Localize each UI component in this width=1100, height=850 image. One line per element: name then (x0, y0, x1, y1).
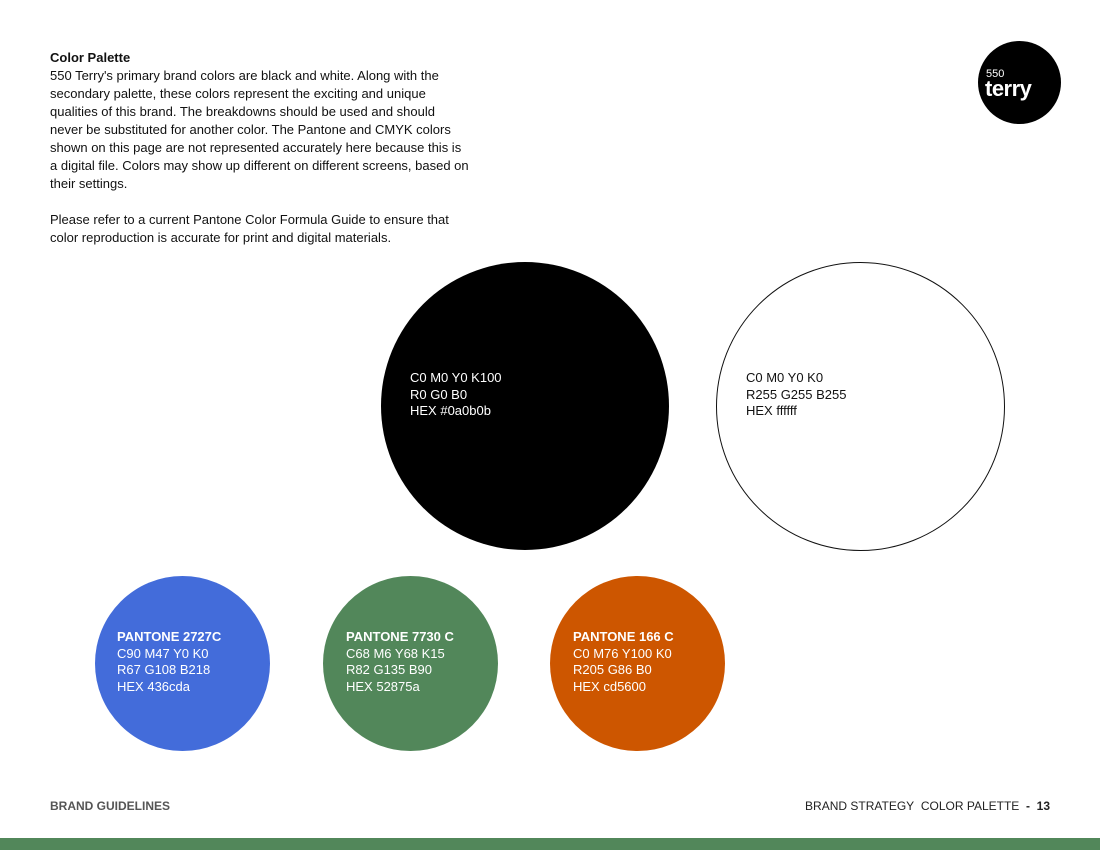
footer-page-info: BRAND STRATEGY COLOR PALETTE - 13 (805, 799, 1050, 813)
logo-word: terry (985, 76, 1032, 101)
color-swatch-orange: PANTONE 166 C C0 M76 Y100 K0 R205 G86 B0… (550, 576, 725, 751)
color-swatch-black: C0 M0 Y0 K100 R0 G0 B0 HEX #0a0b0b (381, 262, 669, 550)
swatch-rgb: R205 G86 B0 (573, 662, 652, 677)
swatch-rgb: R0 G0 B0 (410, 386, 468, 402)
color-swatch-blue: PANTONE 2727C C90 M47 Y0 K0 R67 G108 B21… (95, 576, 270, 751)
footer-bar (0, 838, 1100, 850)
swatch-hex: HEX ffffff (746, 403, 797, 418)
swatch-name: PANTONE 166 C (573, 629, 674, 644)
intro-paragraph: 550 Terry's primary brand colors are bla… (50, 68, 469, 191)
color-swatch-green: PANTONE 7730 C C68 M6 Y68 K15 R82 G135 B… (323, 576, 498, 751)
footer-section-a: BRAND STRATEGY (805, 799, 915, 813)
brand-logo: 550 terry (978, 41, 1061, 124)
logo-number: 550 (986, 68, 1005, 80)
intro: Color Palette 550 Terry's primary brand … (50, 49, 470, 265)
swatch-rgb: R255 G255 B255 (746, 386, 847, 402)
page-number: 13 (1036, 799, 1050, 813)
footer-brand-guidelines: BRAND GUIDELINES (50, 799, 171, 813)
swatch-hex: HEX cd5600 (573, 678, 646, 694)
swatch-hex: HEX 436cda (117, 678, 190, 694)
swatch-rgb: R67 G108 B218 (117, 662, 211, 677)
color-swatch-white: C0 M0 Y0 K0 R255 G255 B255 HEX ffffff (716, 262, 1005, 551)
swatch-rgb: R82 G135 B90 (346, 662, 433, 677)
swatch-cmyk: C0 M0 Y0 K100 (410, 370, 502, 385)
swatch-name: PANTONE 2727C (117, 629, 222, 644)
footer-section-b: COLOR PALETTE (920, 799, 1020, 813)
page-title: Color Palette (50, 50, 131, 65)
swatch-cmyk: C90 M47 Y0 K0 (117, 645, 209, 661)
swatch-cmyk: C68 M6 Y68 K15 (346, 645, 445, 661)
footer-separator: - (1025, 799, 1030, 813)
swatch-hex: HEX 52875a (346, 678, 420, 694)
swatch-cmyk: C0 M0 Y0 K0 (746, 370, 824, 385)
swatch-name: PANTONE 7730 C (346, 629, 454, 644)
swatch-cmyk: C0 M76 Y100 K0 (573, 645, 672, 661)
swatch-hex: HEX #0a0b0b (410, 403, 491, 418)
intro-paragraph-2: Please refer to a current Pantone Color … (50, 212, 449, 245)
